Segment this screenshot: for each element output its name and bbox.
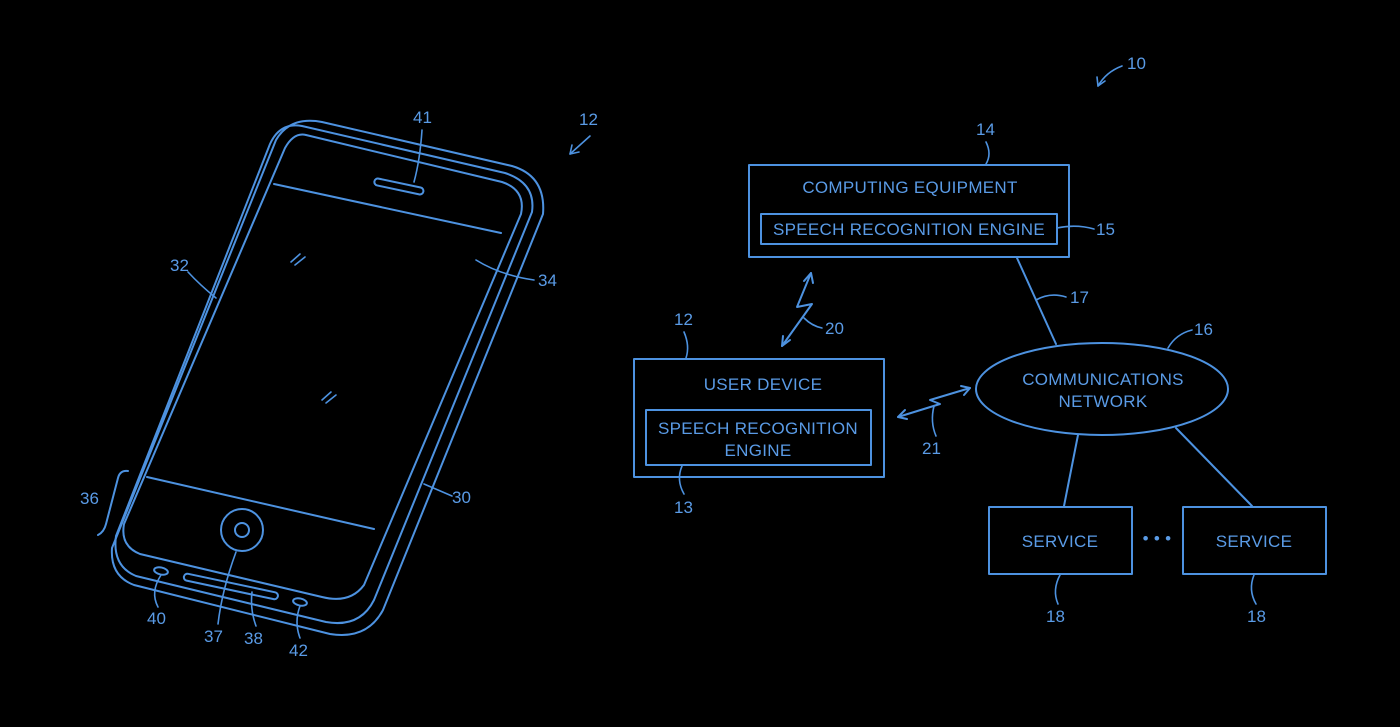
link-computing-network — [1017, 258, 1056, 344]
ref-label-41: 41 — [413, 108, 432, 127]
ref-label-36: 36 — [80, 489, 99, 508]
user-device-title: USER DEVICE — [704, 375, 823, 394]
wireless-link-20 — [782, 273, 812, 346]
ref-label-13: 13 — [674, 498, 693, 517]
leader-13 — [679, 466, 684, 494]
ref-label-37: 37 — [204, 627, 223, 646]
leader-15 — [1057, 226, 1094, 229]
user-speech-engine-line1: SPEECH RECOGNITION — [658, 419, 858, 438]
communications-network-line1: COMMUNICATIONS — [1022, 370, 1184, 389]
leader-42 — [297, 606, 300, 638]
ref-label-40: 40 — [147, 609, 166, 628]
phone-housing-front — [115, 125, 532, 623]
leader-16 — [1168, 330, 1192, 348]
ref-label-38: 38 — [244, 629, 263, 648]
ref-label-14: 14 — [976, 120, 995, 139]
phone-screen-top-edge — [274, 184, 501, 233]
computing-equipment-title: COMPUTING EQUIPMENT — [802, 178, 1017, 197]
service-label-1: SERVICE — [1022, 532, 1098, 551]
phone-home-button-inner — [235, 523, 249, 537]
glare-mark-upper — [291, 254, 305, 265]
link-network-service-1 — [1064, 435, 1078, 506]
leader-32 — [188, 272, 216, 298]
ref-label-16: 16 — [1194, 320, 1213, 339]
ref-label-34: 34 — [538, 271, 557, 290]
glare-mark-lower — [322, 392, 336, 403]
phone-housing-back — [112, 121, 543, 635]
block-diagram: 10 COMPUTING EQUIPMENT SPEECH RECOGNITIO… — [634, 54, 1326, 626]
ref-label-17: 17 — [1070, 288, 1089, 307]
leader-20 — [804, 318, 822, 328]
leader-18-left — [1055, 575, 1060, 604]
communications-network-ellipse — [976, 343, 1228, 435]
ref-label-12-device: 12 — [579, 110, 598, 129]
ref-label-10: 10 — [1127, 54, 1146, 73]
leader-12-block — [684, 332, 688, 358]
ref-label-30: 30 — [452, 488, 471, 507]
arrow-12-shaft — [570, 136, 590, 154]
ref-label-32: 32 — [170, 256, 189, 275]
leader-18-right — [1251, 575, 1256, 604]
phone-home-button-outer — [221, 509, 263, 551]
ref-label-21: 21 — [922, 439, 941, 458]
phone-earpiece — [374, 178, 424, 195]
phone-illustration: 41 12 32 34 30 36 40 37 38 42 — [80, 108, 598, 660]
leader-30 — [424, 484, 452, 496]
communications-network-line2: NETWORK — [1059, 392, 1148, 411]
leader-41 — [414, 130, 422, 182]
ref-label-12-block: 12 — [674, 310, 693, 329]
link-network-service-2 — [1176, 428, 1252, 506]
user-speech-engine-line2: ENGINE — [725, 441, 792, 460]
leader-38 — [252, 592, 257, 626]
computing-speech-engine-label: SPEECH RECOGNITION ENGINE — [773, 220, 1045, 239]
phone-connector-port — [183, 573, 278, 600]
service-label-2: SERVICE — [1216, 532, 1292, 551]
services-ellipsis: • • • — [1143, 529, 1172, 548]
ref-label-42: 42 — [289, 641, 308, 660]
leader-17 — [1036, 295, 1066, 300]
leader-21 — [932, 406, 936, 436]
ref-label-18-right: 18 — [1247, 607, 1266, 626]
ref-label-15: 15 — [1096, 220, 1115, 239]
ref-label-20: 20 — [825, 319, 844, 338]
leader-14 — [986, 142, 989, 164]
wireless-link-21 — [898, 388, 970, 417]
ref-label-18-left: 18 — [1046, 607, 1065, 626]
